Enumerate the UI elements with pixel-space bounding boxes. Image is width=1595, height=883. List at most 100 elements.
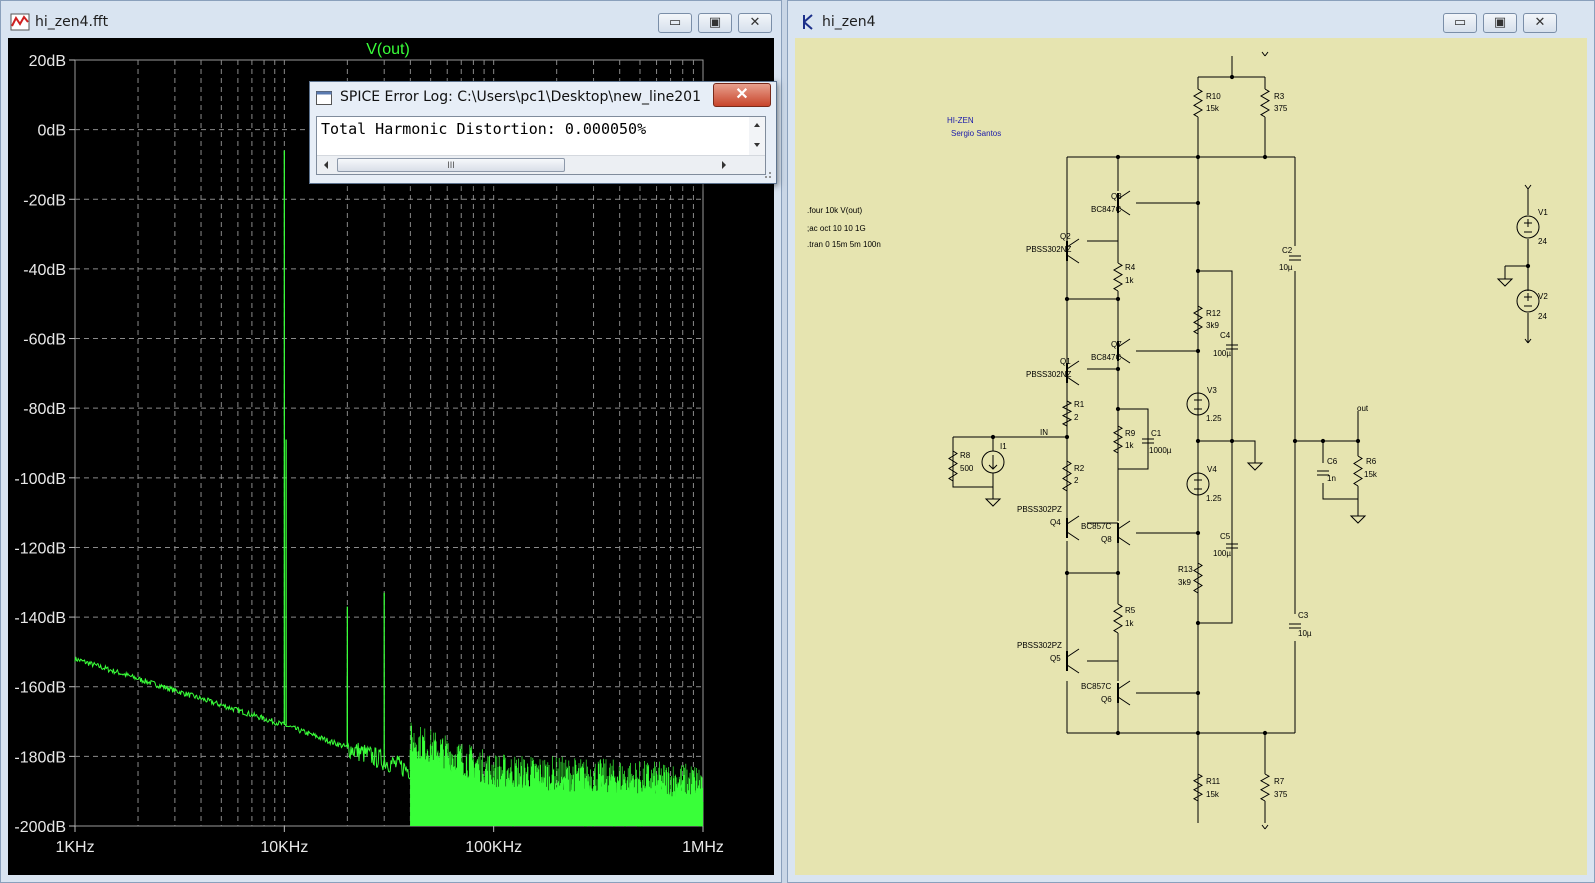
schematic-label: BC857C	[1081, 682, 1111, 691]
schematic-label: Q8	[1101, 535, 1112, 544]
schematic-label: C1	[1151, 429, 1162, 438]
schematic-label: Q6	[1101, 695, 1112, 704]
junction-dot	[1115, 366, 1121, 372]
schematic-label: PBSS302NZ	[1026, 245, 1071, 254]
schematic-label: V1	[1538, 208, 1548, 217]
resistor-symbol	[1061, 400, 1073, 427]
fft-titlebar[interactable]: hi_zen4.fft ▭ ▣ ✕	[1, 1, 781, 41]
voltage-source-symbol	[1516, 215, 1540, 239]
resistor-symbol	[1193, 305, 1203, 335]
schematic-label: 24	[1538, 237, 1547, 246]
maximize-button[interactable]: ▣	[1483, 13, 1517, 33]
scrollbar-thumb[interactable]: III	[337, 158, 565, 172]
schematic-label: 1.25	[1206, 414, 1222, 423]
junction-dot	[1262, 154, 1268, 160]
vertical-scrollbar[interactable]	[749, 117, 765, 155]
y-tick-label: -40dB	[23, 262, 66, 279]
schematic-label: .tran 0 15m 5m 100n	[807, 240, 881, 249]
y-tick-label: 0dB	[38, 123, 66, 140]
ground-symbol	[1496, 278, 1514, 287]
schematic-label: .four 10k V(out)	[807, 206, 862, 215]
scroll-up-icon[interactable]	[749, 117, 765, 135]
resize-grip-icon[interactable]	[761, 168, 773, 180]
schematic-label: C6	[1327, 457, 1338, 466]
wire	[1295, 440, 1359, 456]
log-window-icon	[316, 91, 332, 105]
minimize-button[interactable]: ▭	[1443, 13, 1477, 33]
schematic-label: 3k9	[1206, 321, 1219, 330]
wire	[1322, 483, 1358, 500]
junction-dot	[1115, 296, 1121, 302]
voltage-source-symbol	[1186, 472, 1210, 496]
schematic-label: 15k	[1206, 104, 1220, 113]
schematic-label: V2	[1538, 292, 1548, 301]
ground-symbol	[1246, 462, 1264, 471]
schematic-label: R12	[1206, 309, 1221, 318]
error-log-text-area[interactable]: Total Harmonic Distortion: 0.000050% III	[316, 116, 766, 175]
junction-dot	[1064, 296, 1070, 302]
transistor-symbol	[1117, 520, 1131, 546]
y-tick-label: -100dB	[14, 471, 66, 488]
junction-dot	[1195, 530, 1201, 536]
y-tick-label: 20dB	[29, 53, 66, 70]
schematic-label: R3	[1274, 92, 1285, 101]
junction-dot	[1355, 438, 1361, 444]
transistor-symbol	[1117, 338, 1131, 364]
x-tick-label: 1MHz	[682, 839, 724, 856]
schematic-label: 10µ	[1279, 263, 1293, 272]
scroll-down-icon[interactable]	[749, 137, 765, 155]
schematic-label: 1k	[1125, 441, 1134, 450]
capacitor-symbol	[1289, 255, 1301, 261]
x-tick-label: 100KHz	[465, 839, 522, 856]
horizontal-scrollbar[interactable]: III	[317, 155, 765, 174]
maximize-button[interactable]: ▣	[698, 13, 732, 33]
schematic-label: PBSS302PZ	[1017, 505, 1062, 514]
junction-dot	[1262, 730, 1268, 736]
transistor-symbol	[1066, 360, 1080, 386]
wire	[1198, 440, 1256, 463]
schematic-label: Q3	[1111, 192, 1122, 201]
resistor-symbol	[1113, 603, 1123, 634]
schematic-label: Sergio Santos	[951, 129, 1001, 138]
fft-plot[interactable]: 20dB0dB-20dB-40dB-60dB-80dB-100dB-120dB-…	[8, 38, 776, 861]
net-flag-symbol	[1261, 824, 1269, 830]
schematic-label: C2	[1282, 246, 1293, 255]
voltage-source-symbol	[1194, 476, 1202, 490]
junction-dot	[1229, 438, 1235, 444]
junction-dot	[1195, 268, 1201, 274]
close-button[interactable]: ✕	[738, 13, 772, 33]
junction-dot	[1064, 434, 1070, 440]
schematic-label: PBSS302NZ	[1026, 370, 1071, 379]
spice-error-log-dialog[interactable]: SPICE Error Log: C:\Users\pc1\Desktop\ne…	[309, 81, 777, 184]
transistor-symbol	[1066, 238, 1080, 264]
schematic-label: 1n	[1327, 474, 1336, 483]
net-flag-symbol	[1261, 51, 1269, 57]
schematic-titlebar[interactable]: hi_zen4 ▭ ▣ ✕	[788, 1, 1594, 41]
resistor-symbol	[1113, 262, 1123, 292]
schematic-label: BC857C	[1081, 522, 1111, 531]
scroll-left-icon[interactable]	[319, 157, 333, 173]
minimize-button[interactable]: ▭	[658, 13, 692, 33]
scroll-right-icon[interactable]	[717, 157, 731, 173]
schematic-label: PBSS302PZ	[1017, 641, 1062, 650]
schematic-label: C3	[1298, 611, 1309, 620]
resistor-symbol	[1259, 773, 1271, 802]
ground-symbol	[984, 498, 1002, 507]
schematic-label: 500	[960, 464, 974, 473]
resistor-symbol	[1260, 88, 1270, 118]
schematic-label: R5	[1125, 606, 1136, 615]
schematic-label: C4	[1220, 331, 1231, 340]
schematic-label: 15k	[1206, 790, 1220, 799]
noise-band	[410, 722, 703, 826]
transistor-symbol	[1066, 515, 1080, 541]
junction-dot	[1195, 690, 1201, 696]
current-source-symbol	[988, 455, 998, 470]
close-button[interactable]: ✕	[713, 83, 771, 107]
x-tick-label: 1KHz	[55, 839, 94, 856]
close-button[interactable]: ✕	[1523, 13, 1557, 33]
schematic-label: BC847C	[1091, 205, 1121, 214]
voltage-source-symbol	[1524, 293, 1532, 307]
